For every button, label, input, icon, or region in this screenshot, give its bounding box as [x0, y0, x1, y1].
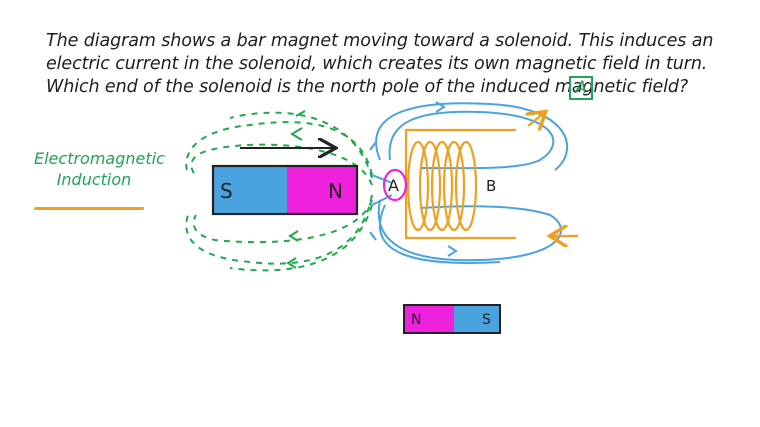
solenoid-end-b-label: B	[486, 177, 496, 195]
induced-magnet-north-label: N	[411, 312, 421, 328]
bar-magnet: S N	[211, 164, 359, 216]
bar-magnet-south-half	[213, 166, 287, 214]
topic-label: Electromagnetic Induction	[34, 148, 165, 190]
topic-underline	[34, 207, 144, 210]
bar-magnet-field-lines	[185, 111, 373, 272]
induced-magnet-south-label: S	[482, 312, 491, 328]
bar-magnet-north-label: N	[328, 179, 343, 203]
induced-magnet: N S	[403, 304, 501, 334]
bar-magnet-north-half	[287, 166, 357, 214]
answer-box: A	[569, 76, 593, 100]
induced-field-lines	[371, 102, 569, 264]
topic-line-1: Electromagnetic	[34, 149, 165, 168]
bar-magnet-south-label: S	[220, 179, 233, 203]
induced-magnet-north-half	[404, 305, 454, 333]
induced-magnet-south-half	[454, 305, 500, 333]
field-arrows-green	[286, 110, 306, 269]
solenoid-end-a-label: A	[388, 176, 399, 195]
question-text: The diagram shows a bar magnet moving to…	[46, 31, 714, 97]
induced-field-arrows	[369, 101, 458, 257]
solenoid-end-a: A	[382, 168, 408, 202]
solenoid	[404, 113, 578, 238]
topic-line-2: Induction	[56, 170, 132, 189]
